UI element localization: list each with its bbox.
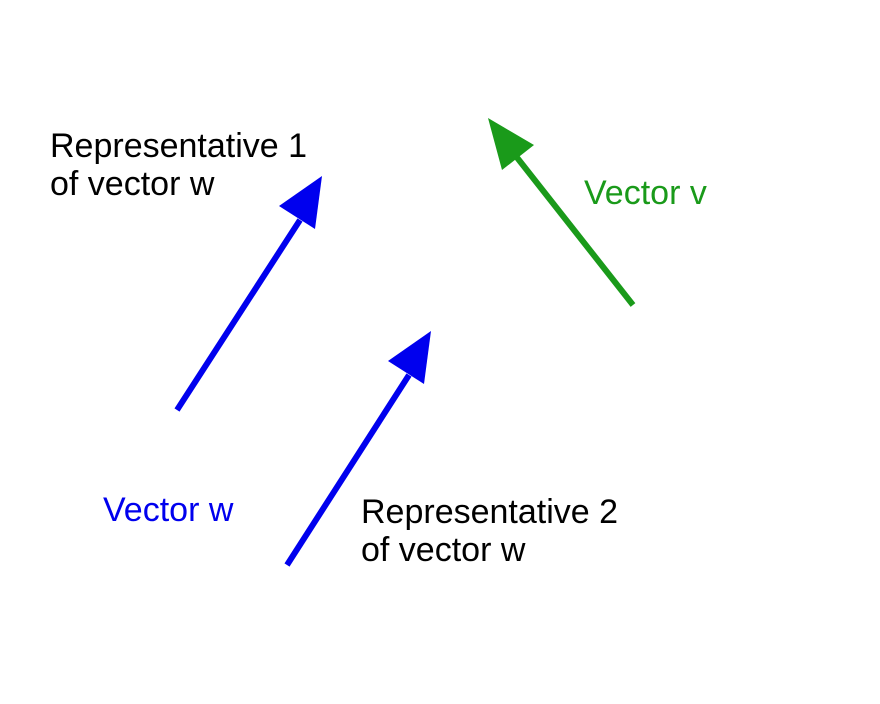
vector-v-arrowhead xyxy=(488,118,534,170)
representative-2-label-line-2: of vector w xyxy=(361,531,526,569)
vector-w-label: Vector w xyxy=(103,491,234,529)
representative-1-shaft xyxy=(174,218,303,412)
representative-2-label-line-1: Representative 2 xyxy=(361,493,619,531)
vector-v-label: Vector v xyxy=(584,174,707,212)
representative-1-label: Representative 1 of vector w xyxy=(50,127,307,203)
representative-1-label-line-2: of vector w xyxy=(50,165,215,203)
representative-2-shaft xyxy=(284,373,412,567)
representative-2-arrow xyxy=(284,331,431,567)
representative-2-label: Representative 2 of vector w xyxy=(361,493,618,569)
representative-1-arrowhead xyxy=(279,176,322,229)
vector-v-arrow xyxy=(488,118,636,307)
representative-1-label-line-1: Representative 1 xyxy=(50,127,308,165)
vector-v-shaft xyxy=(512,153,636,307)
representative-1-arrow xyxy=(174,176,322,412)
representative-2-arrowhead xyxy=(388,331,431,384)
